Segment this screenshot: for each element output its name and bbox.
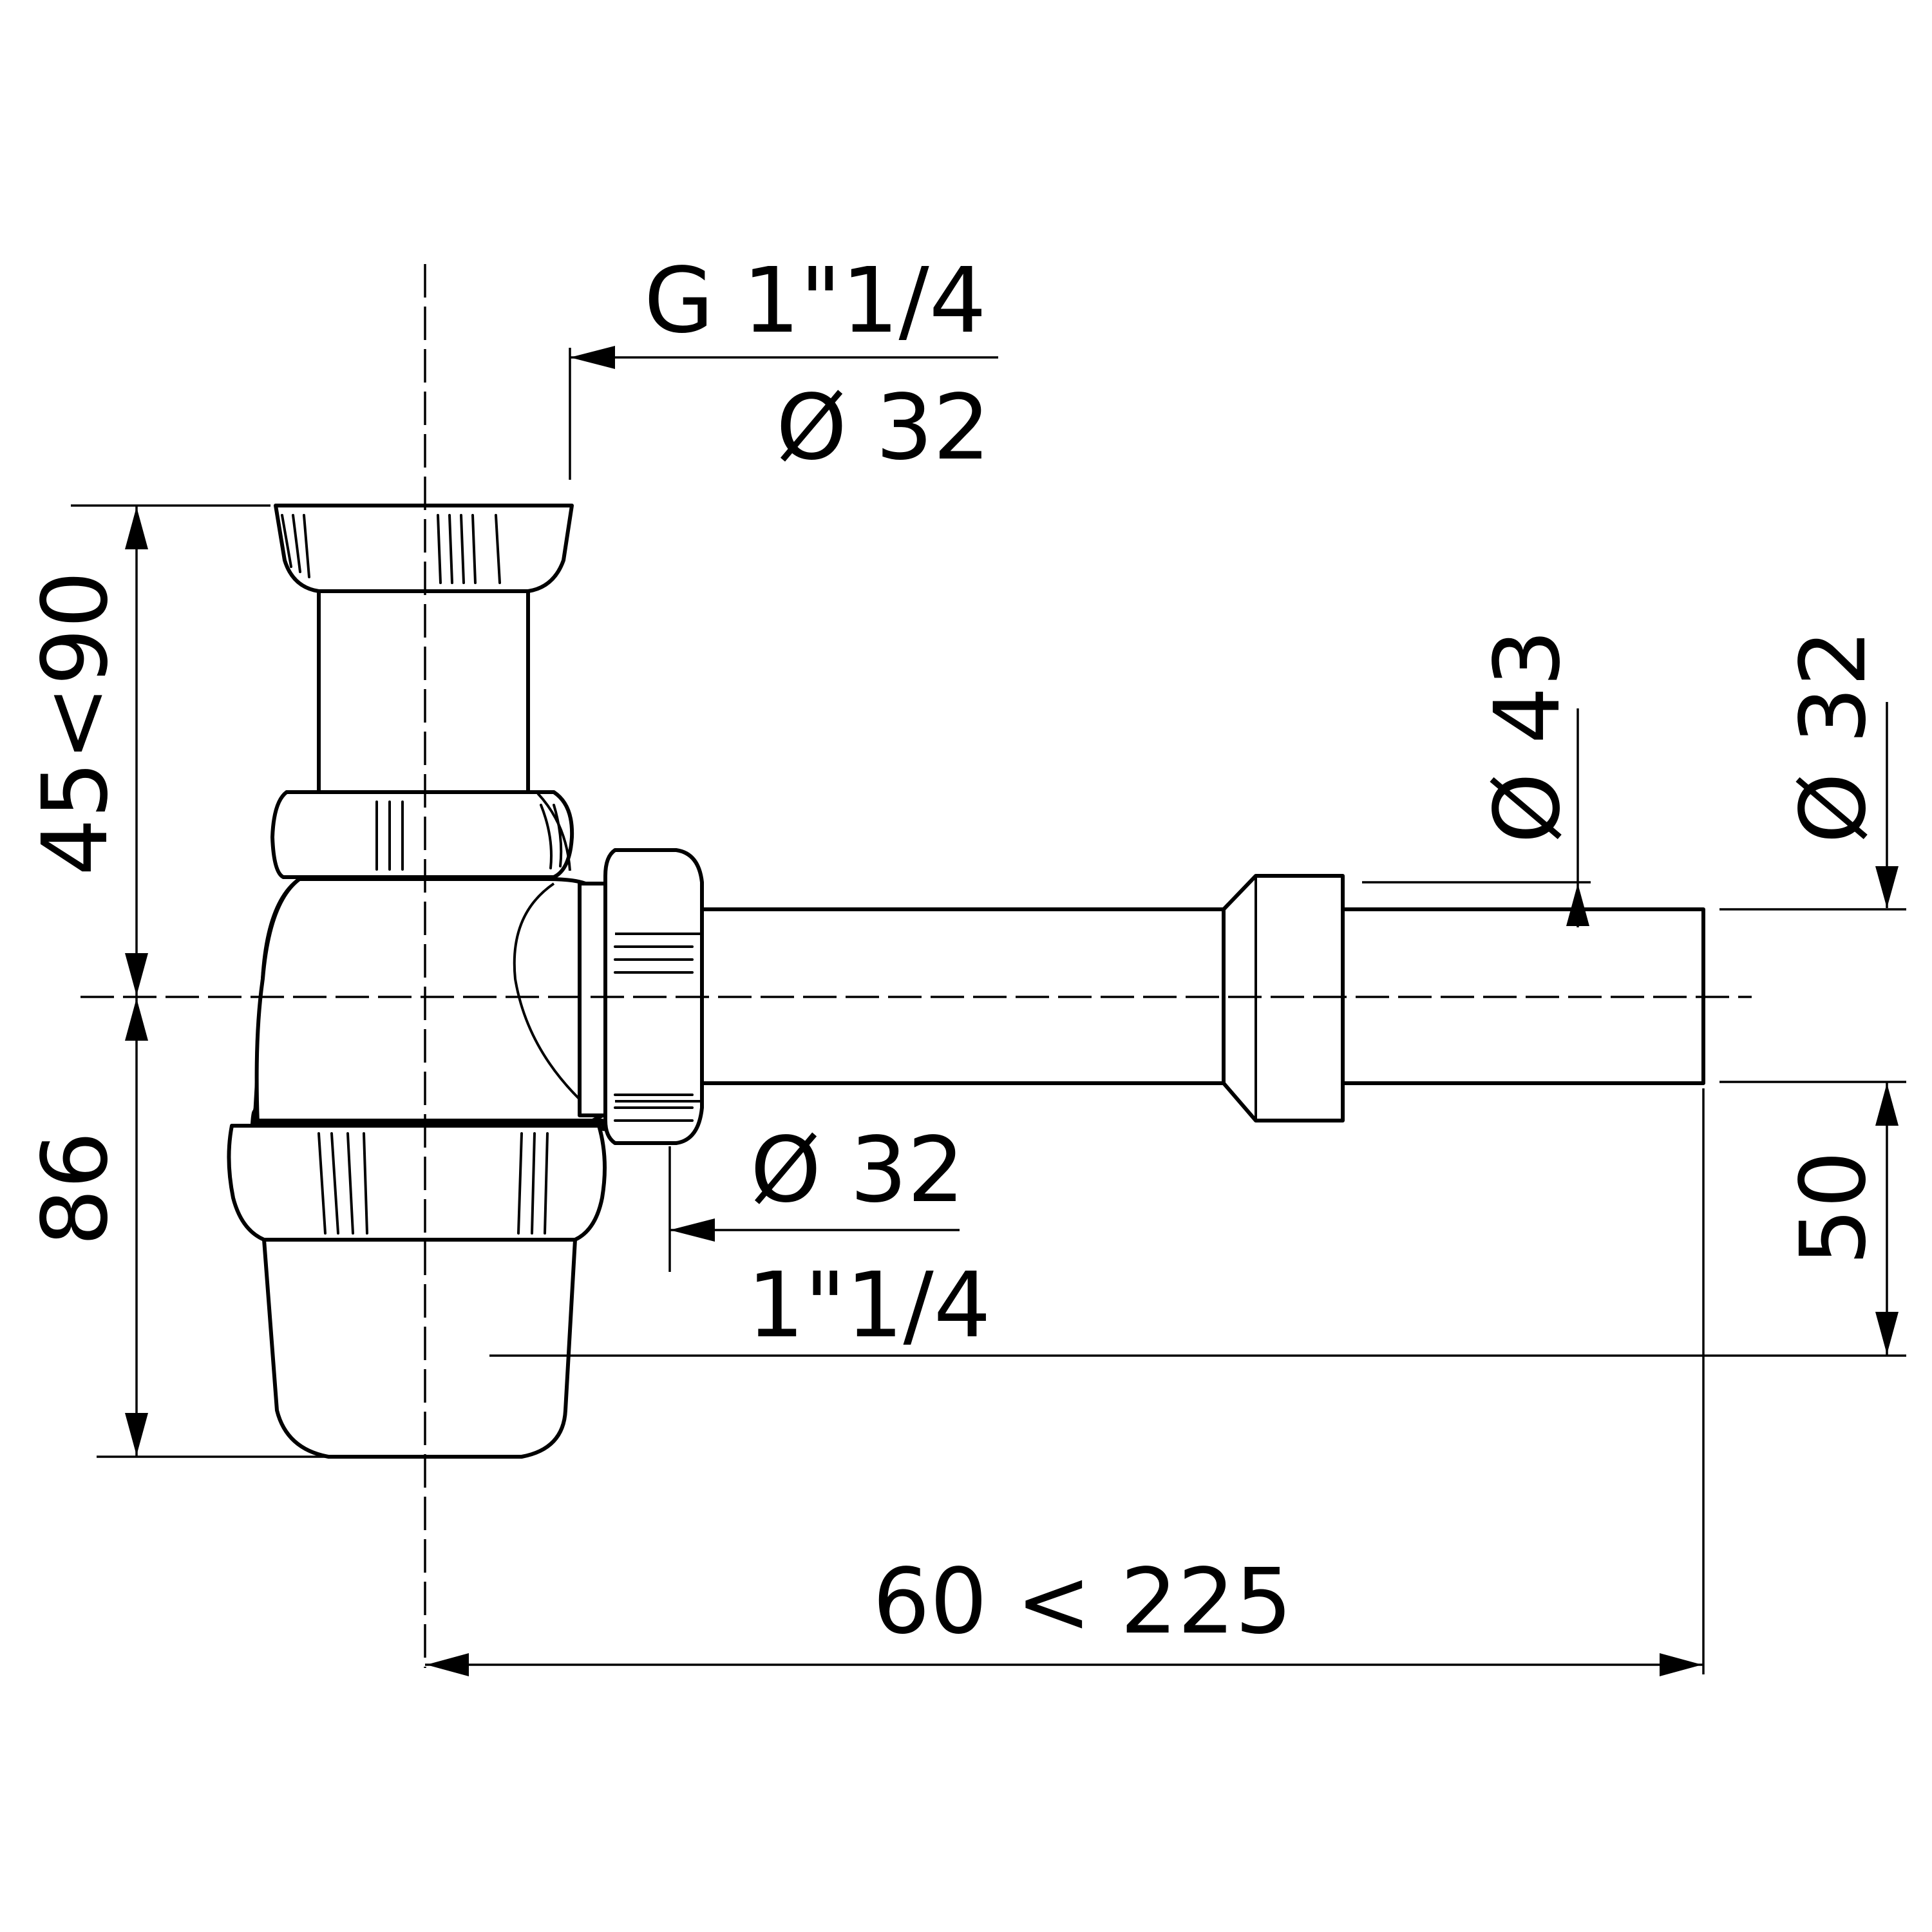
sleeve-diameter-dimension — [1362, 708, 1591, 927]
length-range-label: 60 < 225 — [873, 1549, 1293, 1654]
inlet-diameter-label: Ø 32 — [776, 375, 990, 480]
height-range-label: 45<90 — [23, 571, 128, 876]
inlet-thread-label: G 1"1/4 — [644, 249, 987, 354]
bottle-shell — [254, 877, 620, 1132]
bottle-inner-curve — [513, 882, 597, 1115]
top-flange — [274, 504, 574, 593]
outlet-height-dimension — [489, 1081, 1906, 1357]
tailpiece-tube — [317, 584, 530, 794]
pipe-diameter-dimension — [1719, 702, 1906, 911]
bottle-lower — [256, 1119, 604, 1126]
body-height-dimension — [97, 997, 425, 1458]
outlet-height-label: 50 — [1781, 1151, 1886, 1265]
pipe-diameter-label: Ø 32 — [1781, 629, 1886, 844]
top-flange-nut — [274, 504, 574, 593]
outlet-thread-label: 1"1/4 — [747, 1253, 991, 1358]
trap-body — [251, 877, 620, 1459]
outlet-thread-dimension — [668, 1146, 960, 1272]
middle-slip-nut — [270, 790, 574, 879]
height-range-dimension — [71, 504, 270, 997]
reducer-sleeve — [1222, 874, 1345, 1122]
sleeve-diameter-label: Ø 43 — [1475, 629, 1580, 844]
body-height-label: 86 — [23, 1132, 128, 1246]
inlet-thread-dimension — [569, 346, 998, 480]
end-pipe — [1341, 907, 1705, 1085]
lower-ring-nut — [227, 1124, 607, 1242]
trap-cup — [262, 1238, 577, 1459]
length-range-dimension — [425, 1088, 1705, 1676]
outlet-diameter-label: Ø 32 — [750, 1118, 965, 1223]
middle-nut — [270, 790, 574, 879]
